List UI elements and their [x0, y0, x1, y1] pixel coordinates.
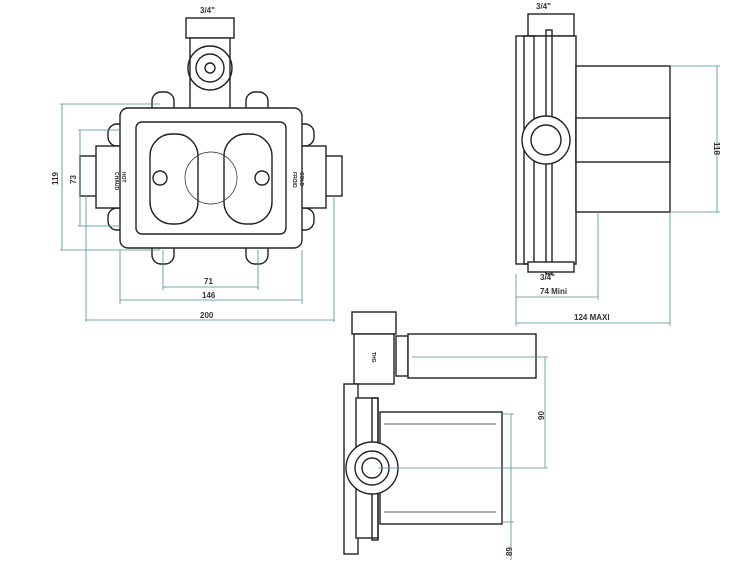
bottom-spindle: [407, 333, 537, 379]
dim-124-maxi: 124 MAXI: [574, 313, 610, 322]
dim-200: 200: [200, 311, 214, 320]
cold-port: [223, 133, 273, 225]
dim-119: 119: [51, 172, 60, 185]
label-hot-fr: CHAUD: [113, 172, 119, 190]
dim-89: 89: [505, 547, 514, 556]
side-spindle: [575, 117, 671, 163]
body-window: [135, 121, 287, 235]
bottom-top-nut: [351, 311, 397, 335]
top-inlet-ring: [187, 45, 233, 91]
dim-146: 146: [202, 291, 216, 300]
hot-port: [149, 133, 199, 225]
label-cold-fr: FROID: [291, 172, 297, 188]
dim-90: 90: [537, 411, 546, 420]
brand-mark: THG: [370, 352, 376, 363]
dim-71: 71: [204, 277, 213, 286]
side-inlet-bottom: 3/4": [540, 273, 555, 282]
top-inlet-nut: [185, 17, 235, 39]
dim-74-mini: 74 Mini: [540, 287, 567, 296]
bottom-view: THG 90 89: [343, 311, 548, 560]
top-inlet-pipe: [189, 37, 231, 111]
dim-118: 118: [712, 142, 721, 155]
label-hot-en: HOT: [120, 172, 126, 183]
dim-73: 73: [69, 175, 78, 184]
label-cold-en: COLD: [298, 172, 304, 187]
front-view: CHAUD HOT FROID COLD 3/4" 119 73 71 146 …: [51, 6, 343, 322]
body-frame: [119, 107, 303, 249]
side-view: 3/4" 3/4" 118 74 Mini 124 MAXI: [515, 2, 721, 326]
bottom-tee: [353, 333, 395, 385]
dim-inlet-top: 3/4": [200, 6, 215, 15]
side-port: [521, 115, 571, 165]
side-top-nut: [527, 13, 575, 37]
side-inlet-top: 3/4": [536, 2, 551, 11]
